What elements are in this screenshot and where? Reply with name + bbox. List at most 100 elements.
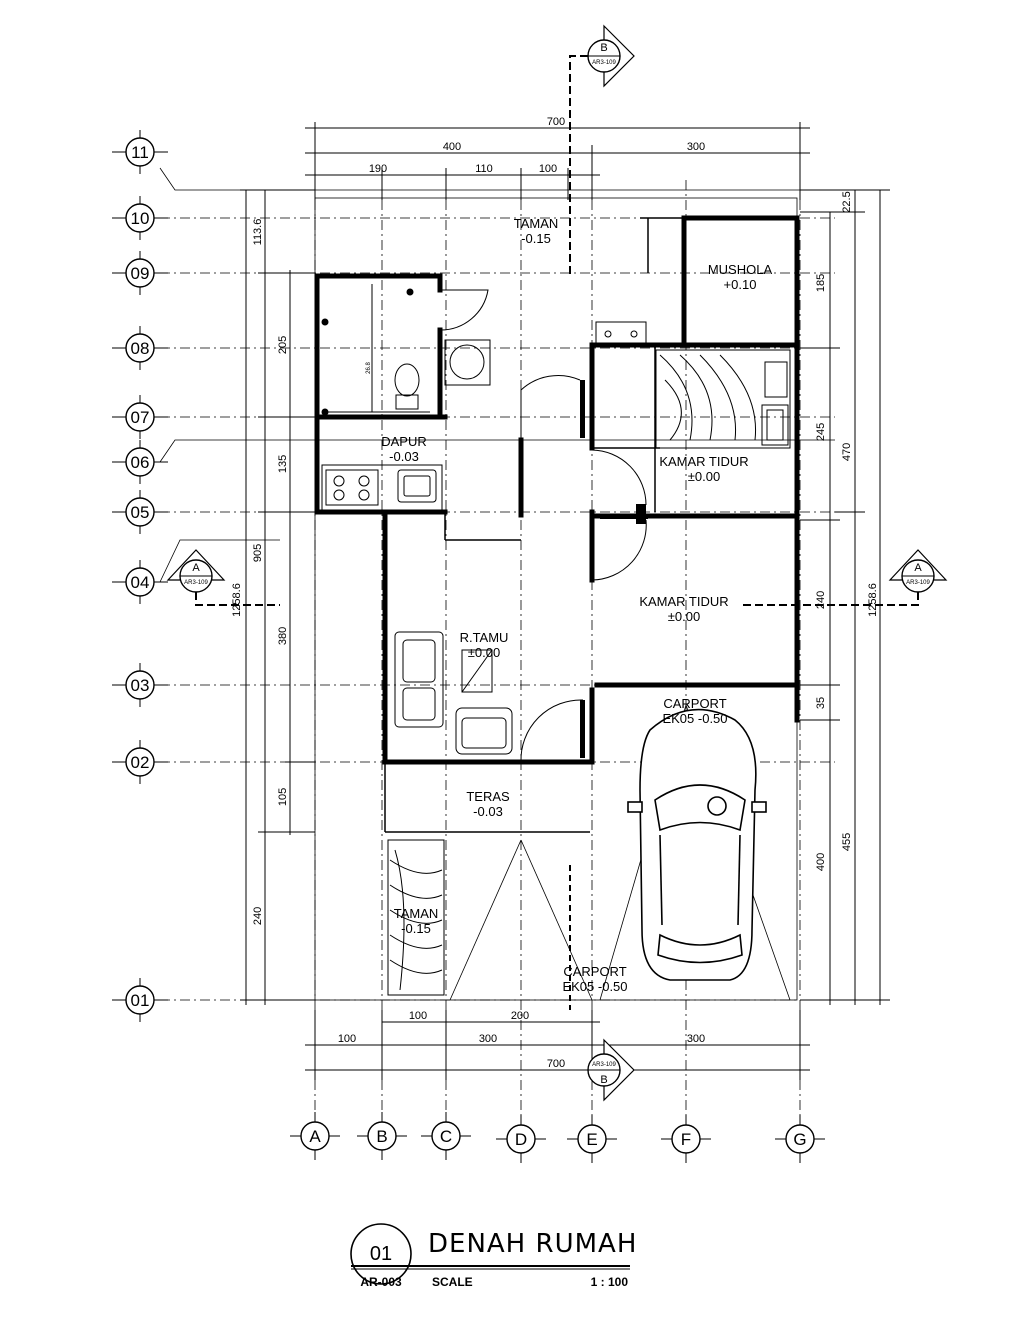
grid-row-05: 05 bbox=[112, 490, 168, 534]
room-r-tamu-name: R.TAMU bbox=[460, 630, 509, 645]
dim-bottom-total: 700 bbox=[547, 1058, 565, 1070]
scale-label: SCALE bbox=[432, 1275, 473, 1289]
dim-top-right: 300 bbox=[687, 141, 705, 153]
grid-col-label: E bbox=[586, 1130, 597, 1149]
scale-value: 1 : 100 bbox=[591, 1275, 629, 1289]
dim-bottom-sub-2: 300 bbox=[479, 1033, 497, 1045]
bottom-dimensions bbox=[305, 1010, 810, 1080]
walls bbox=[314, 215, 800, 765]
section-marker-b-bottom: AR3-109 B bbox=[587, 1038, 635, 1102]
car-icon bbox=[627, 708, 767, 981]
section-a-label: A bbox=[914, 562, 922, 574]
sheet-number: AR-003 bbox=[360, 1275, 402, 1289]
grid-row-label: 06 bbox=[131, 453, 150, 472]
bathroom-fixtures bbox=[321, 284, 491, 416]
grid-col-label: D bbox=[515, 1130, 527, 1149]
room-kamar1-name: KAMAR TIDUR bbox=[659, 454, 748, 469]
dim-right-seg-2: 185 bbox=[815, 274, 827, 292]
room-taman-bottom-level: -0.15 bbox=[401, 921, 431, 936]
dim-left-seg-7: 240 bbox=[252, 907, 264, 925]
dim-right-total: 1258.6 bbox=[867, 583, 879, 617]
dim-left-total: 1258.6 bbox=[231, 583, 243, 617]
grid-row-label: 09 bbox=[131, 264, 150, 283]
grid-row-10: 10 bbox=[112, 196, 168, 240]
grid-row-label: 07 bbox=[131, 408, 150, 427]
grid-row-label: 02 bbox=[131, 753, 150, 772]
room-carport-level: EK05 -0.50 bbox=[562, 979, 627, 994]
room-carport-top-name: CARPORT bbox=[663, 696, 726, 711]
right-dimensions bbox=[800, 189, 890, 1005]
section-a-sheet: AR3-109 bbox=[184, 580, 208, 586]
grid-row-07: 07 bbox=[112, 395, 168, 439]
grid-row-label: 10 bbox=[131, 209, 150, 228]
living-furniture bbox=[394, 631, 513, 755]
left-dimensions bbox=[240, 189, 315, 1005]
door-leaves bbox=[580, 380, 648, 758]
room-taman-bottom-name: TAMAN bbox=[394, 906, 439, 921]
dim-bottom-sub2-1: 100 bbox=[409, 1010, 427, 1022]
room-carport-name: CARPORT bbox=[563, 964, 626, 979]
grid-column-bubbles: A B C D E F G bbox=[290, 1112, 825, 1163]
grid-row-06: 06 bbox=[112, 440, 168, 484]
room-kamar2-name: KAMAR TIDUR bbox=[639, 594, 728, 609]
grid-col-C: C bbox=[421, 1112, 471, 1160]
dim-bottom-sub-1: 100 bbox=[338, 1033, 356, 1045]
dim-left-seg-6: 105 bbox=[277, 788, 289, 806]
grid-row-bubbles: 11 10 09 08 07 06 05 04 03 02 01 bbox=[112, 130, 168, 1022]
section-a-label: A bbox=[192, 562, 200, 574]
section-b-label: B bbox=[600, 1074, 607, 1086]
grid-col-label: G bbox=[793, 1130, 806, 1149]
grid-row-label: 05 bbox=[131, 503, 150, 522]
dim-top-left: 400 bbox=[443, 141, 461, 153]
grid-col-D: D bbox=[496, 1115, 546, 1163]
dim-top-sub-3: 100 bbox=[539, 163, 557, 175]
dim-right-seg-4: 245 bbox=[815, 423, 827, 441]
section-marker-b-top: B AR3-109 bbox=[569, 24, 635, 275]
bath-dim: 26.8 bbox=[366, 362, 372, 374]
dim-bottom-sub2-2: 200 bbox=[511, 1010, 529, 1022]
grid-col-label: C bbox=[440, 1127, 452, 1146]
dim-top-sub-1: 190 bbox=[369, 163, 387, 175]
room-teras-level: -0.03 bbox=[473, 804, 503, 819]
grid-col-E: E bbox=[567, 1115, 617, 1163]
grid-col-A: A bbox=[290, 1112, 340, 1160]
section-marker-a-right: A AR3-109 bbox=[740, 549, 948, 606]
room-kamar2-level: ±0.00 bbox=[668, 609, 700, 624]
grid-col-B: B bbox=[357, 1112, 407, 1160]
grid-row-09: 09 bbox=[112, 251, 168, 295]
room-carport-top-level: EK05 -0.50 bbox=[662, 711, 727, 726]
grid-col-F: F bbox=[661, 1115, 711, 1163]
grid-col-label: B bbox=[376, 1127, 387, 1146]
kitchen-fixtures bbox=[321, 464, 443, 511]
grid-row-label: 08 bbox=[131, 339, 150, 358]
bedroom-furniture bbox=[595, 321, 791, 449]
room-mushola-level: +0.10 bbox=[724, 277, 757, 292]
room-dapur-level: -0.03 bbox=[389, 449, 419, 464]
grid-leader-lines bbox=[159, 167, 835, 583]
room-teras-name: TERAS bbox=[466, 789, 510, 804]
section-marker-a-left: A AR3-109 bbox=[166, 549, 280, 606]
grid-col-label: F bbox=[681, 1130, 691, 1149]
section-b-label: B bbox=[600, 42, 607, 54]
grid-row-label: 11 bbox=[131, 143, 149, 162]
dim-left-seg-2: 205 bbox=[277, 336, 289, 354]
grid-row-label: 03 bbox=[131, 676, 150, 695]
dim-right-seg-3: 470 bbox=[841, 443, 853, 461]
drawing-number: 01 bbox=[370, 1243, 392, 1265]
room-kamar1-level: ±0.00 bbox=[688, 469, 720, 484]
grid-row-label: 04 bbox=[131, 573, 150, 592]
dim-right-seg-1: 22.5 bbox=[841, 191, 853, 212]
thin-walls bbox=[317, 217, 684, 833]
section-a-sheet: AR3-109 bbox=[906, 580, 930, 586]
dim-top-total: 700 bbox=[547, 116, 565, 128]
garden-hatch bbox=[387, 839, 445, 996]
section-b-sheet: AR3-109 bbox=[592, 1062, 616, 1068]
title-block: 01 DENAH RUMAH AR-003 SCALE 1 : 100 bbox=[350, 1223, 637, 1289]
dim-left-seg-4: 905 bbox=[252, 544, 264, 562]
grid-row-11: 11 bbox=[112, 130, 168, 174]
drawing-title: DENAH RUMAH bbox=[428, 1229, 637, 1259]
grid-row-03: 03 bbox=[112, 663, 168, 707]
room-labels: TAMAN -0.15 MUSHOLA +0.10 DAPUR -0.03 KA… bbox=[381, 216, 772, 994]
dim-right-seg-8: 455 bbox=[841, 833, 853, 851]
